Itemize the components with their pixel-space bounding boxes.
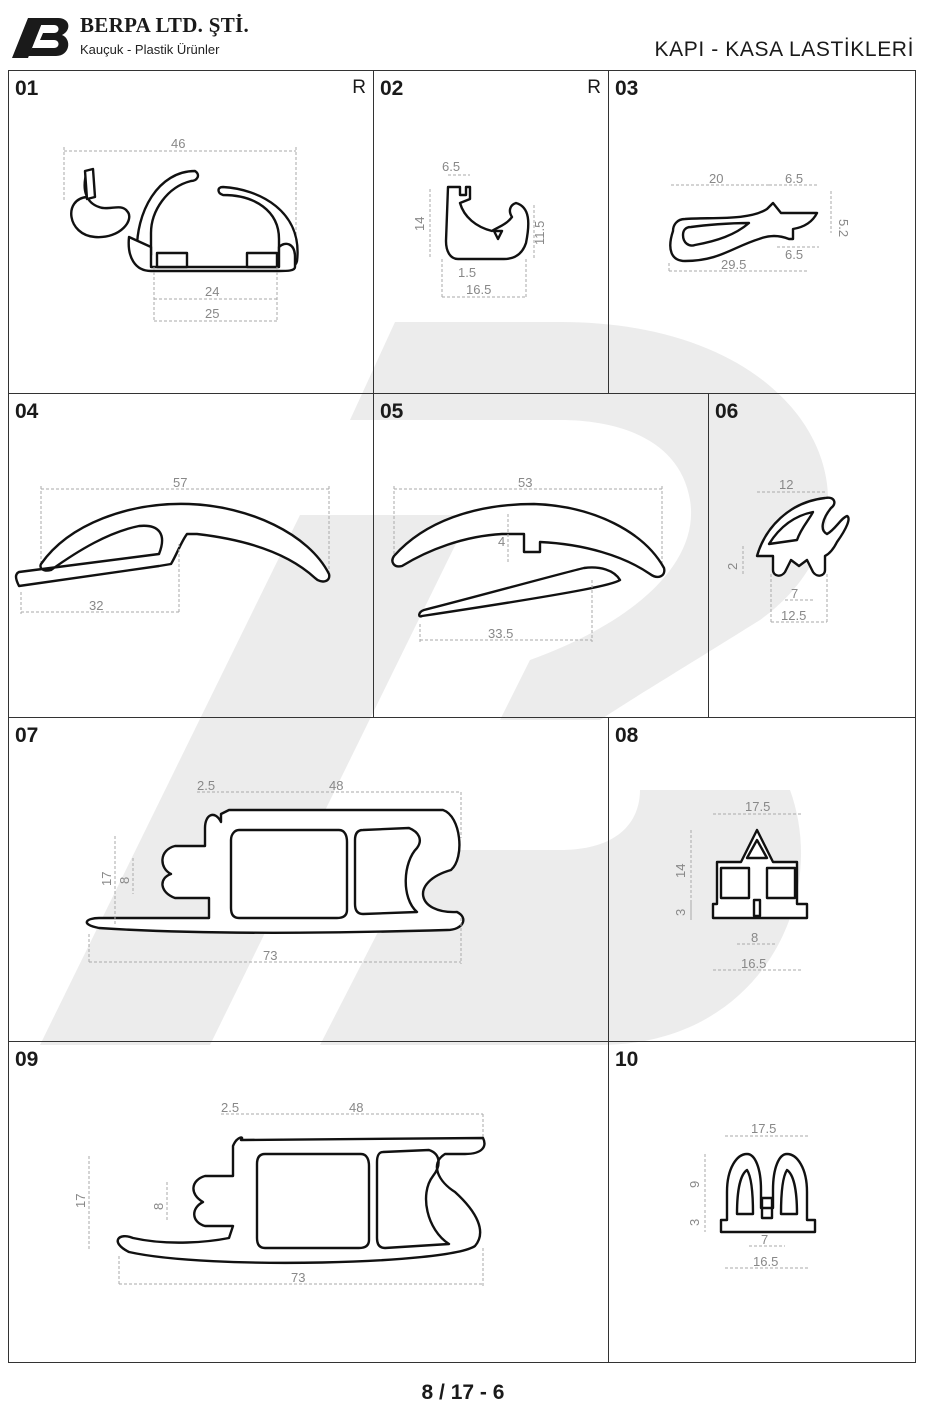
product-number: 06: [715, 400, 739, 423]
product-cell-03: 03 20 6.5 5.2 29.5 6.5: [608, 70, 916, 394]
dim-label: 12.5: [781, 608, 806, 623]
dim-label: 6.5: [785, 247, 803, 262]
dim-label: 7: [791, 586, 798, 601]
profile-drawing-02: 6.5 14 11.5 1.5 16.5: [412, 159, 547, 299]
dim-label: 16.5: [741, 956, 766, 971]
dim-label: 14: [673, 864, 688, 878]
dim-label: 17.5: [745, 799, 770, 814]
product-cell-02: 02 R 6.5 14 11.5 1.5 16.5: [373, 70, 609, 394]
dim-label: 17: [73, 1194, 88, 1208]
product-number: 05: [380, 400, 404, 423]
dim-label: 5.2: [836, 219, 851, 237]
product-cell-09: 09 2.5 48 17 8 73: [8, 1041, 609, 1363]
product-number: 07: [15, 724, 39, 747]
berpa-logo-icon: [12, 18, 69, 58]
page-title: KAPI - KASA LASTİKLERİ: [654, 38, 914, 61]
product-number: 04: [15, 400, 39, 423]
product-cell-10: 10 17.5 9 3 7 16.5: [608, 1041, 916, 1363]
dim-label: 33.5: [488, 626, 513, 641]
profile-drawing-01: 46 24 25: [63, 136, 299, 322]
dim-label: 24: [205, 284, 219, 299]
page-number: 8 / 17 - 6: [421, 1381, 505, 1404]
dim-label: 1.5: [458, 265, 476, 280]
dim-label: 48: [349, 1100, 363, 1115]
dim-label: 20: [709, 171, 723, 186]
company-name: BERPA LTD. ŞTİ.: [80, 13, 250, 37]
dim-label: 7: [761, 1232, 768, 1247]
dim-label: 6.5: [442, 159, 460, 174]
profile-drawing-09: 2.5 48 17 8 73: [73, 1100, 486, 1286]
profile-drawing-08: 17.5 14 3 8 16.5: [673, 799, 809, 971]
dim-label: 48: [329, 778, 343, 793]
dim-label: 2: [725, 563, 740, 570]
product-mark: R: [352, 77, 366, 98]
profile-drawing-07: 2.5 48 17 8 73: [85, 778, 465, 964]
dim-label: 6.5: [785, 171, 803, 186]
product-number: 03: [615, 77, 639, 100]
product-cell-07: 07 2.5 48 17 8 73: [8, 717, 609, 1042]
product-number: 08: [615, 724, 639, 747]
dim-label: 8: [751, 930, 758, 945]
dim-label: 4: [498, 534, 505, 549]
dim-label: 46: [171, 136, 185, 151]
product-number: 09: [15, 1048, 39, 1071]
product-mark: R: [587, 77, 601, 98]
profile-drawing-05: 53 4 33.5: [391, 475, 666, 642]
profile-drawing-06: 12 2 7 12.5: [725, 477, 850, 624]
dim-label: 17: [99, 872, 114, 886]
dim-label: 3: [687, 1219, 702, 1226]
dim-label: 16.5: [466, 282, 491, 297]
product-number: 02: [380, 77, 404, 100]
dim-label: 8: [151, 1203, 166, 1210]
product-cell-04: 04 57 32: [8, 393, 374, 718]
dim-label: 32: [89, 598, 103, 613]
dim-label: 25: [205, 306, 219, 321]
dim-label: 73: [291, 1270, 305, 1285]
profile-drawing-03: 20 6.5 5.2 29.5 6.5: [668, 171, 851, 273]
dim-label: 16.5: [753, 1254, 778, 1269]
dim-label: 9: [687, 1181, 702, 1188]
product-cell-06: 06 12 2 7 12.5: [708, 393, 916, 718]
dim-label: 2.5: [197, 778, 215, 793]
product-cell-01: 01 R 46 24 25: [8, 70, 374, 394]
dim-label: 2.5: [221, 1100, 239, 1115]
company-subtitle: Kauçuk - Plastik Ürünler: [80, 42, 220, 57]
dim-label: 57: [173, 475, 187, 490]
dim-label: 29.5: [721, 257, 746, 272]
product-cell-05: 05 53 4 33.5: [373, 393, 709, 718]
dim-label: 11.5: [532, 221, 547, 245]
dim-label: 14: [412, 217, 427, 231]
page-header: BERPA LTD. ŞTİ. Kauçuk - Plastik Ürünler…: [0, 0, 926, 70]
dim-label: 53: [518, 475, 532, 490]
product-number: 10: [615, 1048, 639, 1071]
dim-label: 3: [673, 909, 688, 916]
product-number: 01: [15, 77, 39, 100]
product-cell-08: 08 17.5 14 3 8 16.5: [608, 717, 916, 1042]
profile-drawing-04: 57 32: [14, 475, 331, 614]
dim-label: 8: [117, 877, 132, 884]
dim-label: 73: [263, 948, 277, 963]
dim-label: 17.5: [751, 1121, 776, 1136]
profile-drawing-10: 17.5 9 3 7 16.5: [687, 1121, 817, 1269]
dim-label: 12: [779, 477, 793, 492]
